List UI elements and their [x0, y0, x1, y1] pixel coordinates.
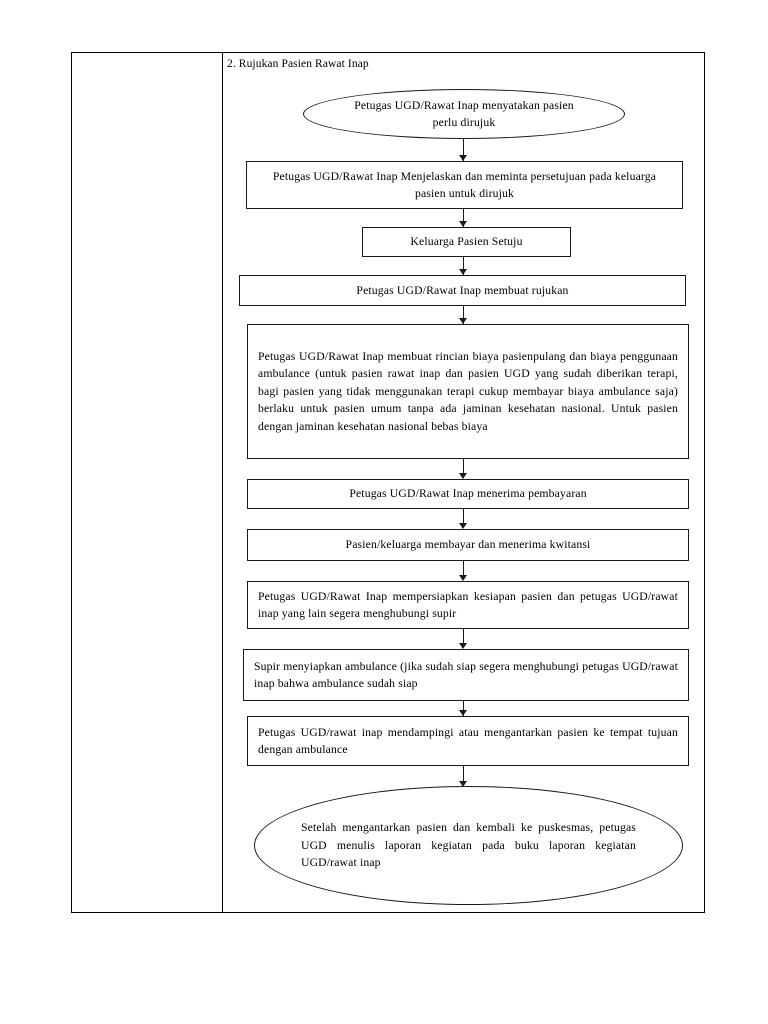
flow-edge-supir-to-mendampingi [463, 701, 465, 716]
flow-arrowhead [459, 318, 467, 324]
flow-node-mendampingi-pasien: Petugas UGD/rawat inap mendampingi atau … [247, 716, 689, 766]
flow-arrowhead [459, 473, 467, 479]
flow-edge-persiapan-to-supir [463, 629, 465, 647]
flow-node-text: Petugas UGD/Rawat Inap Menjelaskan dan m… [272, 169, 657, 201]
flow-node-start: Petugas UGD/Rawat Inap menyatakan pasien… [303, 89, 625, 139]
flow-edge-start-to-jelaskan [463, 139, 465, 161]
flow-node-rincian-biaya: Petugas UGD/Rawat Inap membuat rincian b… [247, 324, 689, 459]
flow-node-text: Petugas UGD/Rawat Inap membuat rujukan [356, 283, 569, 297]
table-right-column: 2. Rujukan Pasien Rawat Inap Petugas UGD… [223, 53, 704, 912]
flow-edge-mendampingi-to-end [463, 766, 465, 788]
flow-node-text: Petugas UGD/Rawat Inap menerima pembayar… [349, 487, 587, 501]
flow-arrowhead [459, 710, 467, 716]
flow-node-text: Keluarga Pasien Setuju [410, 235, 523, 249]
flow-arrowhead [459, 781, 467, 787]
flow-edge-jelaskan-to-setuju [463, 209, 465, 227]
flow-node-supir-menyiapkan: Supir menyiapkan ambulance (jika sudah s… [243, 649, 689, 701]
flow-node-text: Pasien/keluarga membayar dan menerima kw… [345, 538, 591, 552]
flow-arrowhead [459, 155, 467, 161]
flow-edge-rujukan-to-rincian [463, 306, 465, 324]
table-left-column [72, 53, 223, 912]
flow-node-mempersiapkan-kesiapan: Petugas UGD/Rawat Inap mempersiapkan kes… [247, 581, 689, 629]
flow-node-jelaskan-persetujuan: Petugas UGD/Rawat Inap Menjelaskan dan m… [246, 161, 683, 209]
flow-node-text: Petugas UGD/Rawat Inap membuat rincian b… [258, 349, 678, 433]
flow-node-end: Setelah mengantarkan pasien dan kembali … [254, 786, 683, 905]
flow-node-text: Petugas UGD/Rawat Inap menyatakan pasien… [354, 98, 574, 130]
flow-arrowhead [459, 643, 467, 649]
flow-edge-setuju-to-rujukan [463, 257, 465, 275]
flow-edge-kwitansi-to-persiapan [463, 561, 465, 579]
flow-arrowhead [459, 221, 467, 227]
flow-node-text: Petugas UGD/rawat inap mendampingi atau … [258, 725, 678, 757]
flow-node-menerima-pembayaran: Petugas UGD/Rawat Inap menerima pembayar… [247, 479, 689, 509]
flow-node-text: Setelah mengantarkan pasien dan kembali … [301, 821, 636, 870]
flow-node-membayar-kwitansi: Pasien/keluarga membayar dan menerima kw… [247, 529, 689, 561]
flow-node-text: Supir menyiapkan ambulance (jika sudah s… [254, 659, 678, 691]
flow-arrowhead [459, 523, 467, 529]
flow-edge-pembayaran-to-kwitansi [463, 509, 465, 527]
flow-node-membuat-rujukan: Petugas UGD/Rawat Inap membuat rujukan [239, 275, 686, 306]
flow-edge-rincian-to-pembayaran [463, 459, 465, 477]
flow-node-keluarga-setuju: Keluarga Pasien Setuju [362, 227, 571, 257]
flow-arrowhead [459, 269, 467, 275]
page-title: 2. Rujukan Pasien Rawat Inap [227, 58, 369, 70]
flow-arrowhead [459, 575, 467, 581]
flow-node-text: Petugas UGD/Rawat Inap mempersiapkan kes… [258, 589, 678, 621]
page-table-frame: 2. Rujukan Pasien Rawat Inap Petugas UGD… [71, 52, 705, 913]
